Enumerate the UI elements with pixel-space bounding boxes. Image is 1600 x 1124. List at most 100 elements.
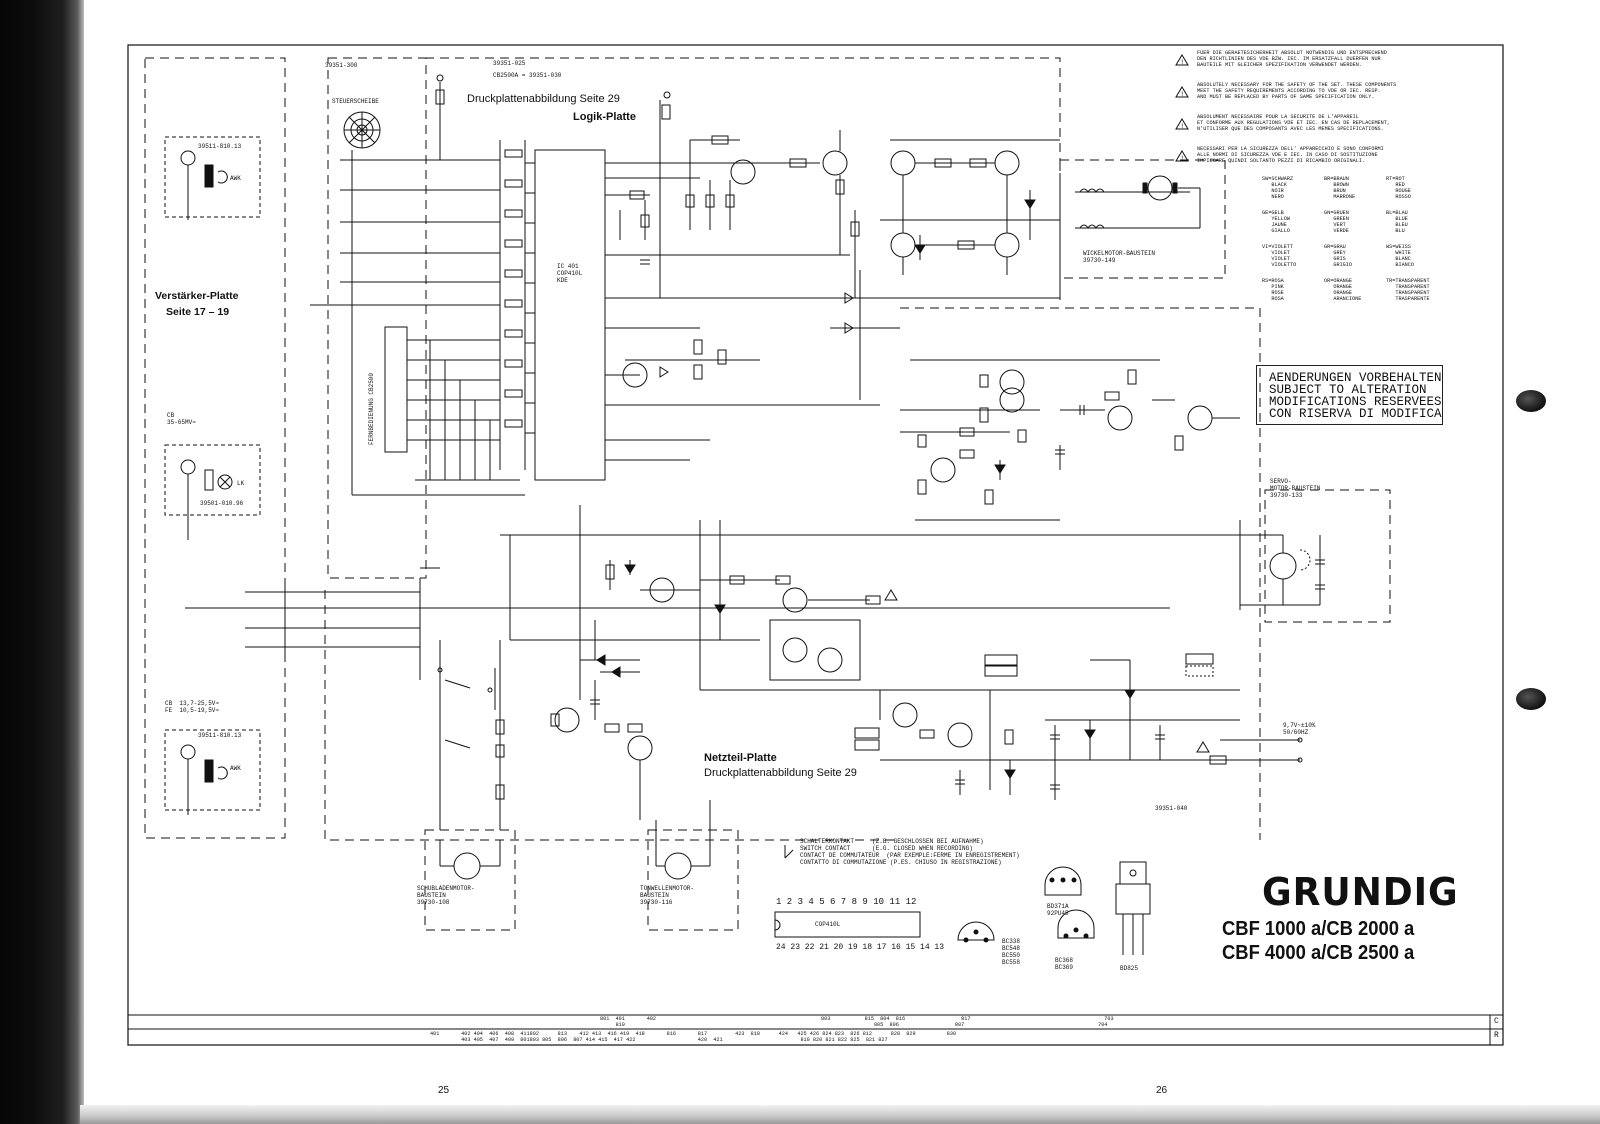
power-board-outline: [900, 307, 1261, 840]
amplifier-board-pages: Seite 17 – 19: [166, 306, 230, 318]
logic-board-subtitle: Druckplattenabbildung Seite 29: [467, 93, 620, 105]
warning-icon: !: [1175, 86, 1189, 98]
ic-pin-lines: [525, 162, 880, 461]
amplifier-board-outline: [144, 57, 286, 839]
punch-hole: [1516, 688, 1546, 710]
control-board-outline: [327, 57, 427, 579]
drawer-motor-outline: [424, 829, 516, 931]
color-code: BL=BLAU BLUE BLEU BLU: [1386, 210, 1408, 234]
reference-row-r: 401 402 404 406 408 411802 813 412 413 4…: [430, 1031, 957, 1037]
brand-logo: GRUNDIG: [1262, 870, 1459, 914]
part-number-top-b: CB2500A = 39351-030: [493, 72, 562, 79]
ic401-body: [534, 149, 606, 481]
part-number-top-a: 39351-025: [493, 60, 526, 67]
voltage-boxes: [854, 653, 1214, 751]
awk-label-2: AWK: [230, 765, 241, 772]
cb-level-1: CB 35-65MV≈: [167, 412, 196, 426]
head-3-part: 39511-810.13: [198, 732, 242, 739]
alteration-notice: AENDERUNGEN VORBEHALTEN SUBJECT TO ALTER…: [1256, 365, 1443, 425]
ref-label-c: C: [1494, 1017, 1499, 1026]
transistor-packages: [957, 861, 1151, 955]
svg-text:!: !: [1181, 91, 1183, 98]
notice-line: SUBJECT TO ALTERATION: [1269, 383, 1427, 397]
capstan-motor-outline: [647, 829, 739, 931]
power-board-outline-2: [324, 590, 900, 841]
regulator-section: [550, 654, 1303, 820]
model-line-1: CBF 1000 a/CB 2000 a: [1222, 918, 1415, 940]
transistor-type-2: BC368 BC369: [1055, 957, 1074, 971]
warning-en: ! ABSOLUTELY NECESSARY FOR THE SAFETY OF…: [1175, 82, 1475, 112]
punch-hole: [1516, 390, 1546, 412]
power-board-subtitle: Druckplattenabbildung Seite 29: [704, 767, 857, 779]
part-number-bottom: 39351-040: [1155, 805, 1188, 812]
control-disc: [343, 111, 381, 149]
lk-label: LK: [237, 480, 245, 487]
color-code: OR=ORANGE ORANGE ORANGE ARANCIONE: [1324, 278, 1362, 302]
page-frame: [127, 44, 1504, 1046]
page-number-left: 25: [438, 1085, 450, 1096]
part-number-top-left: 39351-300: [325, 62, 358, 69]
logic-board-title: Logik-Platte: [573, 111, 636, 123]
color-code: GN=GRUEN GREEN VERT VERDE: [1324, 210, 1349, 234]
servo-motor-outline: [1264, 489, 1391, 623]
head-2-part: 39501-010.96: [200, 500, 244, 507]
reference-row-c: 801 401 402 803 815 804 816 817 703: [600, 1016, 1114, 1022]
transistor-type-3: BD371A 92PU45: [1047, 903, 1069, 917]
switch-contact-legend: SCHALTERKONTAKT (Z.B. GESCHLOSSEN BEI AU…: [800, 838, 1020, 866]
color-code: WS=WEISS WHITE BLANC BIANCO: [1386, 244, 1415, 268]
ic-bottom-pins: 24 23 22 21 20 19 18 17 16 15 14 13: [776, 943, 945, 952]
warning-de: ! FUER DIE GERAETESICHERHEIT ABSOLUT NOT…: [1175, 50, 1475, 80]
page-number-right: 26: [1156, 1085, 1168, 1096]
safety-warnings: ! FUER DIE GERAETESICHERHEIT ABSOLUT NOT…: [1175, 50, 1475, 178]
notice-line: AENDERUNGEN VORBEHALTEN: [1269, 371, 1442, 385]
warning-fr: ! ABSOLUMENT NECESSAIRE POUR LA SECURITE…: [1175, 114, 1475, 144]
warning-icon: !: [1175, 118, 1189, 130]
motor-driver-bridge: [880, 139, 1061, 300]
drawer-motor-label: SCHUBLADENMOTOR- BAUSTEIN 39730-108: [417, 885, 475, 906]
book-binding-shadow: [0, 0, 84, 1124]
wire-color-codes: SW=SCHWARZ BLACK NOIR NERO BR=BRAUN BROWN…: [1262, 176, 1452, 312]
winding-motor-outline: [1059, 159, 1226, 279]
ic401-label: IC 401 COP410L KDE: [557, 263, 583, 284]
led-section: [622, 270, 1060, 400]
color-code: GE=GELB YELLOW JAUNE GIALLO: [1262, 210, 1291, 234]
color-code: BR=BRAUN BROWN BRUN MARRONE: [1324, 176, 1356, 200]
winding-motor: [1075, 175, 1201, 229]
safety-triangles: [884, 589, 1210, 753]
notice-line: MODIFICATIONS RESERVEES: [1269, 395, 1442, 409]
reference-row-c2: 810 805 806 807 704: [600, 1022, 1108, 1028]
warning-it: ! NECESSARI PER LA SICUREZZA DELL' APPAR…: [1175, 146, 1475, 176]
ic-pinout-name: COP410L: [815, 921, 841, 928]
remote-connector: [384, 326, 408, 453]
model-line-2: CBF 4000 a/CB 2500 a: [1222, 942, 1415, 964]
board-outlines: [144, 57, 1391, 931]
reference-row-r2: 403 405 407 409 801803 805 806 807 414 4…: [430, 1037, 888, 1043]
power-supply-circuit: [900, 359, 1240, 521]
notice-line: CON RISERVA DI MODIFICA: [1269, 407, 1442, 421]
logic-board-outline: [425, 57, 1061, 270]
page-edge-shadow: [80, 1105, 1600, 1124]
drawer-switches: [437, 640, 711, 880]
warning-icon: !: [1175, 54, 1189, 66]
remote-control-label: FERNBEDIENUNG CB2500: [368, 372, 375, 445]
svg-text:!: !: [1181, 59, 1183, 66]
ref-label-r: R: [1494, 1031, 1499, 1040]
color-code: RT=ROT RED ROUGE ROSSO: [1386, 176, 1411, 200]
color-code: SW=SCHWARZ BLACK NOIR NERO: [1262, 176, 1294, 200]
head-symbols: [164, 136, 261, 815]
capstan-motor-label: TONWELLENMOTOR- BAUSTEIN 39730-116: [640, 885, 695, 906]
transistor-type-1: BC338 BC548 BC550 BC558: [1002, 938, 1021, 966]
control-disc-label: STEUERSCHEIBE: [332, 98, 379, 105]
switch-contacts: [310, 150, 525, 496]
winding-motor-label: WICKELMOTOR-BAUSTEIN 39730-149: [1083, 250, 1156, 264]
switch-symbol: [784, 845, 794, 859]
color-code: VI=VIOLETT VIOLET VIOLET VIOLETTO: [1262, 244, 1297, 268]
servo-motor: [1239, 520, 1325, 610]
color-code: GR=GRAU GREY GRIS GRIGIO: [1324, 244, 1353, 268]
head-1-part: 39511-810.13: [198, 143, 242, 150]
servo-motor-label: SERVO- MOTOR-BAUSTEIN 39730-133: [1270, 478, 1321, 499]
amplifier-board-title: Verstärker-Platte: [155, 290, 239, 302]
resistor-ladder: [499, 140, 526, 470]
lower-interconnect: [185, 505, 1240, 700]
